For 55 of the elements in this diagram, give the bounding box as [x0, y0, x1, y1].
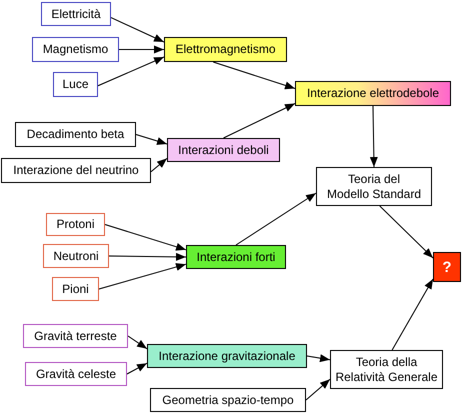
arrow [128, 336, 148, 350]
box-label: Interazione del neutrino [13, 163, 139, 178]
concept-box [164, 37, 287, 62]
arrow [379, 206, 434, 258]
concept-box [32, 37, 119, 62]
box-label: Protoni [56, 217, 95, 232]
arrow [306, 378, 330, 400]
box-label: Interazioni deboli [178, 142, 269, 158]
arrow [212, 62, 296, 90]
box-label: Teoria del Modello Standard [326, 172, 422, 202]
arrow [118, 46, 164, 54]
concept-box [46, 213, 105, 236]
concept-box [295, 81, 451, 106]
concept-box [150, 388, 306, 412]
arrow [104, 224, 186, 251]
box-label: Decadimento beta [26, 127, 124, 142]
concept-box [41, 2, 111, 26]
concept-box [52, 277, 99, 301]
box-label: Gravità terreste [34, 328, 117, 344]
arrow [98, 56, 164, 86]
arrow [136, 134, 168, 145]
concept-box [316, 167, 432, 206]
arrow [126, 362, 148, 374]
arrow [223, 103, 296, 138]
arrow [98, 263, 186, 290]
concept-box [433, 252, 461, 282]
concept-box [186, 245, 286, 269]
box-label: Interazioni forti [196, 250, 276, 264]
box-label: Elettromagnetismo [175, 42, 276, 57]
concept-box [147, 344, 307, 368]
concept-box [25, 362, 127, 386]
box-label: Teoria della Relatività Generale [334, 354, 439, 384]
concept-box [1, 158, 151, 183]
arrow [108, 252, 186, 261]
box-label: Gravità celeste [36, 366, 116, 382]
box-label: Elettricità [51, 6, 101, 22]
box-label: Interazione elettrodebole [306, 86, 440, 101]
box-label: Neutroni [53, 248, 99, 264]
arrow [370, 106, 378, 168]
box-label: ? [442, 260, 452, 274]
concept-box [23, 324, 128, 348]
concept-box [43, 244, 109, 268]
box-label: Magnetismo [42, 42, 108, 57]
arrow [236, 192, 316, 246]
concept-box [167, 138, 280, 162]
concept-box [53, 72, 98, 97]
concept-box [15, 122, 136, 147]
arrow [150, 158, 168, 172]
box-label: Luce [62, 77, 89, 92]
box-label: Pioni [62, 282, 89, 296]
arrow [392, 278, 434, 350]
arrow [110, 17, 164, 42]
box-label: Interazione gravitazionale [158, 348, 296, 364]
box-label: Geometria spazio-tempo [162, 392, 294, 408]
arrow [306, 354, 330, 362]
